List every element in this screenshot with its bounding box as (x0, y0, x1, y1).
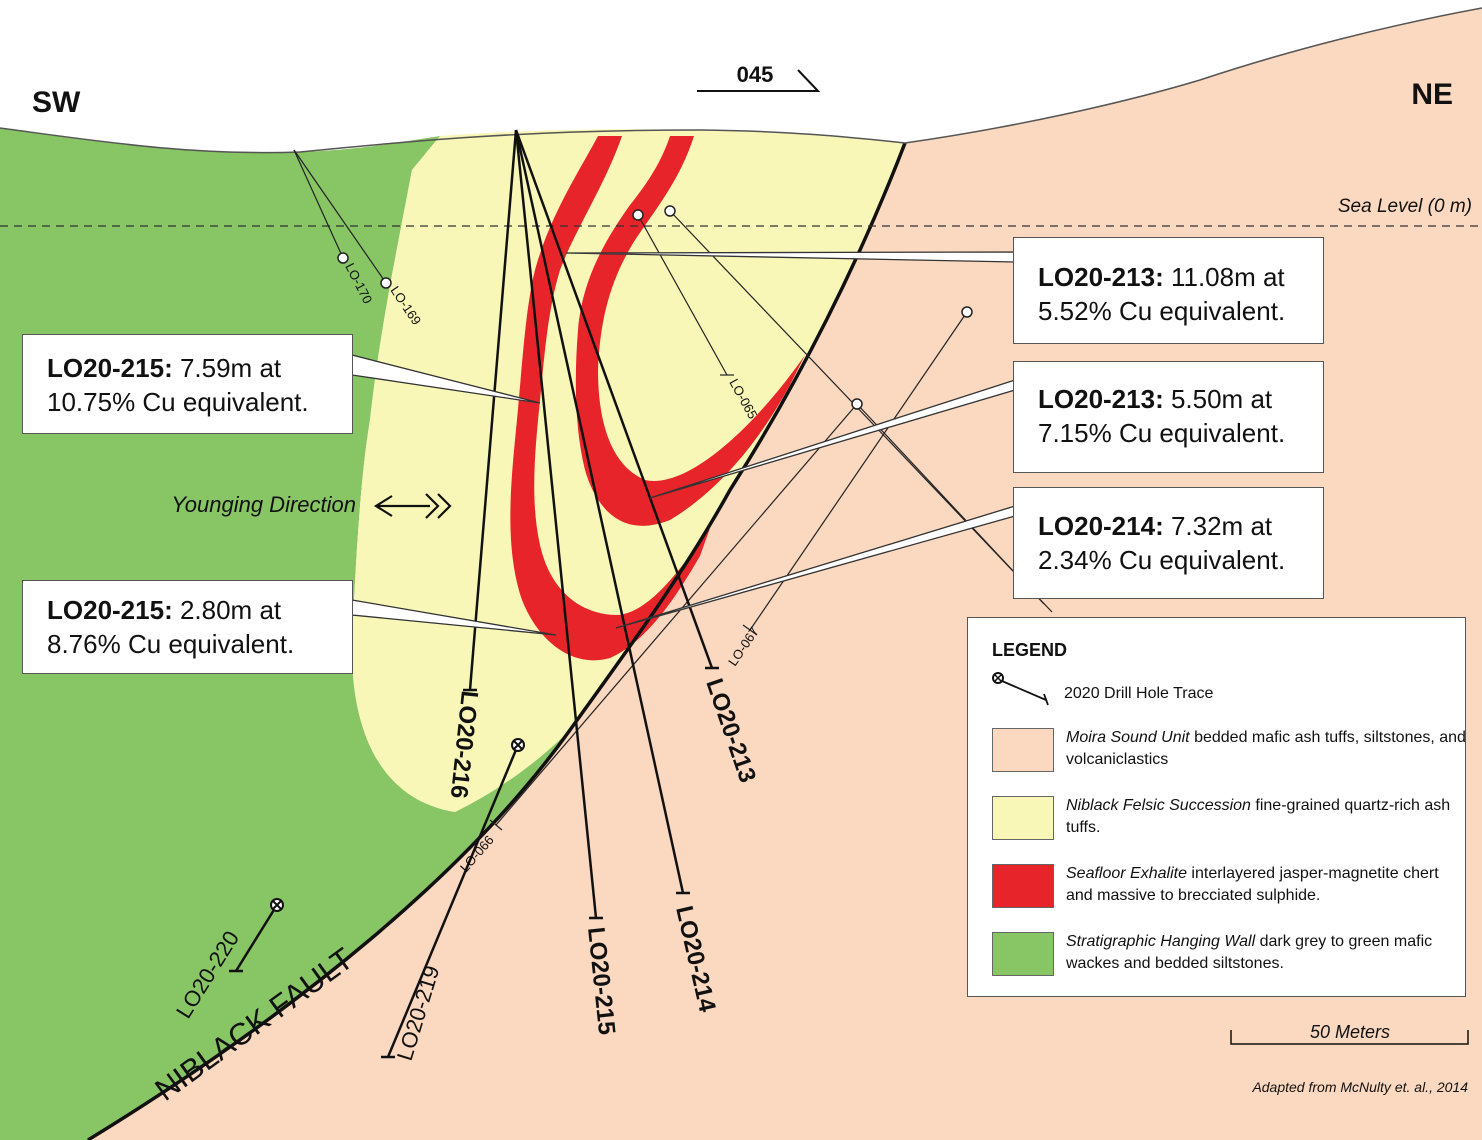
callout-grade: 2.34% Cu equivalent. (1038, 545, 1286, 575)
legend-unit-desc: dark grey to green mafic wackes and bedd… (1066, 933, 1433, 972)
callout-grade: 8.76% Cu equivalent. (47, 629, 295, 659)
drill-traces-2020 (229, 129, 719, 1059)
callout-leaders (351, 251, 1016, 636)
drill-trace-icon (992, 672, 1049, 706)
legend-swatch (992, 728, 1054, 772)
legend-swatch (992, 932, 1054, 976)
younging-arrow-icon (373, 493, 452, 519)
legend-unit-name: Seafloor Exhalite (1066, 865, 1187, 882)
callout-hole: LO20-213: (1038, 384, 1164, 414)
sw-label: SW (32, 86, 81, 119)
callout-grade: 7.15% Cu equivalent. (1038, 418, 1286, 448)
legend-unit-name: Stratigraphic Hanging Wall (1066, 933, 1256, 950)
callout-hole: LO20-215: (47, 595, 173, 625)
legend-unit-name: Moira Sound Unit (1066, 729, 1190, 746)
callout-lo20-215-upper: LO20-215: 7.59m at 10.75% Cu equivalent. (22, 334, 353, 434)
legend: LEGEND 2020 Drill Hole Trace Moira Sound… (967, 617, 1466, 997)
legend-row-niblack: Niblack Felsic Succession fine-grained q… (992, 796, 1462, 842)
callout-lo20-213-upper: LO20-213: 11.08m at 5.52% Cu equivalent. (1013, 237, 1324, 344)
legend-unit-desc: fine-grained quartz-rich ash tuffs. (1066, 797, 1451, 836)
legend-unit-desc: interlayered jasper-magnetite chert and … (1066, 865, 1439, 904)
younging-label: Younging Direction (171, 492, 356, 517)
legend-row-moira: Moira Sound Unit bedded mafic ash tuffs,… (992, 728, 1466, 774)
callout-hole: LO20-213: (1038, 262, 1164, 292)
legend-unit-desc: bedded mafic ash tuffs, siltstones, and … (1066, 729, 1466, 768)
callout-interval: 7.59m at (172, 353, 282, 383)
legend-drill-trace-label: 2020 Drill Hole Trace (1064, 685, 1214, 702)
credit-label: Adapted from McNulty et. al., 2014 (1251, 1079, 1468, 1095)
callout-grade: 10.75% Cu equivalent. (47, 387, 309, 417)
scale-label: 50 Meters (1310, 1022, 1390, 1042)
niblack-fault-line (87, 142, 907, 1140)
legend-unit-name: Niblack Felsic Succession (1066, 797, 1251, 814)
legend-title: LEGEND (992, 640, 1068, 660)
ne-label: NE (1411, 78, 1453, 111)
callout-lo20-213-lower: LO20-213: 5.50m at 7.15% Cu equivalent. (1013, 361, 1324, 473)
callout-interval: 5.50m at (1163, 384, 1273, 414)
legend-row-exhalite: Seafloor Exhalite interlayered jasper-ma… (992, 864, 1462, 910)
callout-lo20-214: LO20-214: 7.32m at 2.34% Cu equivalent. (1013, 487, 1324, 599)
ground-surface (0, 7, 1482, 154)
exhalite-band-outer (510, 136, 710, 661)
callout-hole: LO20-215: (47, 353, 173, 383)
historic-collar-icons (337, 205, 973, 410)
scale-bar (1230, 1030, 1469, 1045)
callout-lo20-215-lower: LO20-215: 2.80m at 8.76% Cu equivalent. (22, 580, 353, 674)
sea-level-label: Sea Level (0 m) (1338, 196, 1472, 217)
callout-hole: LO20-214: (1038, 511, 1164, 541)
callout-interval: 2.80m at (172, 595, 282, 625)
azimuth-label: 045 (737, 62, 774, 87)
azimuth-arrow-icon (697, 69, 821, 92)
exhalite-band-inner (575, 136, 805, 526)
legend-swatch (992, 864, 1054, 908)
callout-grade: 5.52% Cu equivalent. (1038, 296, 1286, 326)
callout-interval: 11.08m at (1163, 262, 1285, 292)
legend-swatch (992, 796, 1054, 840)
legend-row-hanging-wall: Stratigraphic Hanging Wall dark grey to … (992, 932, 1462, 978)
callout-interval: 7.32m at (1163, 511, 1273, 541)
collar-icons-2020 (270, 738, 525, 912)
legend-drill-trace: 2020 Drill Hole Trace (992, 672, 1462, 708)
